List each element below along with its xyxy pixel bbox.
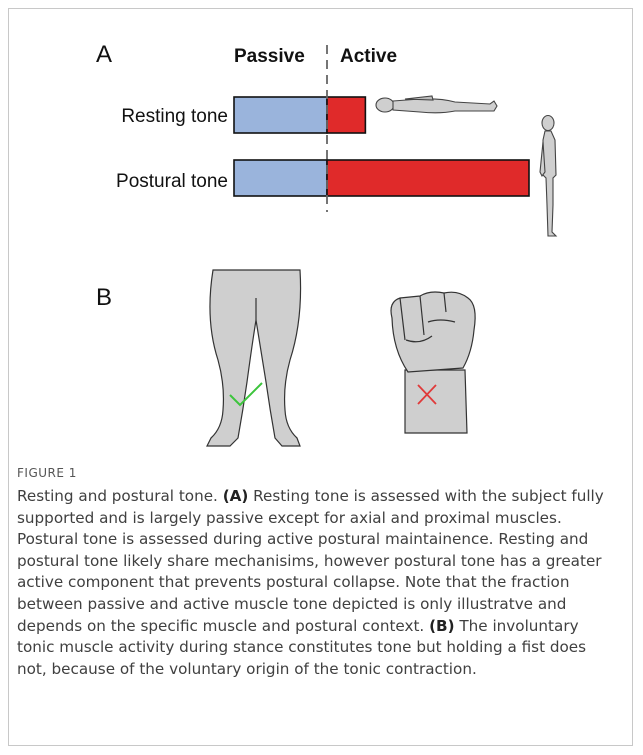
figure-graphic: A Passive Active Resting tone Postural t… — [0, 0, 643, 460]
caption-b-marker: (B) — [429, 617, 454, 635]
panel-a-label: A — [96, 41, 112, 68]
caption-text: Resting and postural tone. (A) Resting t… — [17, 486, 617, 680]
lying-person-icon — [376, 96, 497, 113]
fist-icon — [391, 292, 475, 433]
bar-postural-active — [327, 160, 529, 196]
panel-b-label: B — [96, 284, 112, 311]
row-label-postural: Postural tone — [116, 171, 228, 192]
caption-a-marker: (A) — [223, 487, 249, 505]
figure-caption: FIGURE 1 Resting and postural tone. (A) … — [17, 466, 617, 680]
active-heading: Active — [340, 46, 397, 67]
standing-person-icon — [540, 116, 556, 237]
legs-icon — [207, 270, 301, 446]
bar-resting-active — [327, 97, 365, 133]
figure-number: FIGURE 1 — [17, 466, 617, 480]
row-label-resting: Resting tone — [121, 106, 228, 127]
passive-heading: Passive — [234, 46, 305, 67]
bar-postural-passive — [234, 160, 327, 196]
bar-resting-passive — [234, 97, 327, 133]
caption-intro: Resting and postural tone. — [17, 487, 218, 505]
caption-a-text: Resting tone is assessed with the subjec… — [17, 487, 604, 635]
